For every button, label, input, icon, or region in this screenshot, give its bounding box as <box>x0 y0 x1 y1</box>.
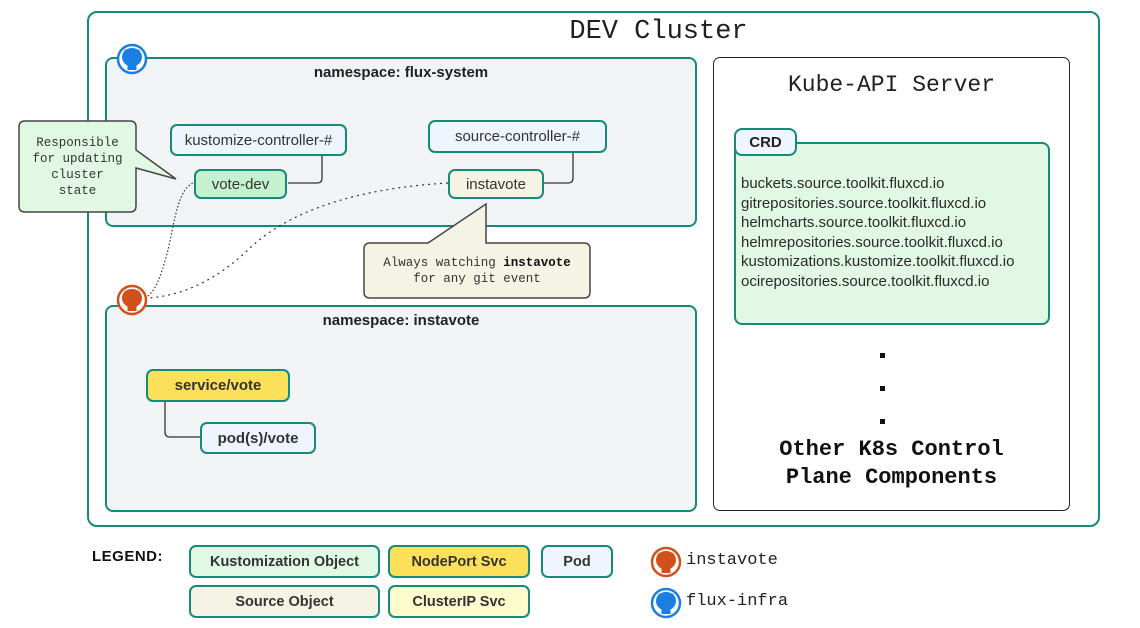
vote-dev-kustomization-node[interactable]: vote-dev <box>194 169 287 199</box>
github-flux-infra-icon[interactable] <box>116 43 148 75</box>
legend-pod: Pod <box>541 545 613 578</box>
legend-instavote-label: instavote <box>686 551 778 570</box>
legend-nodeport-svc: NodePort Svc <box>388 545 530 578</box>
ellipsis-dot <box>880 353 885 358</box>
callout-watching-bold: instavote <box>503 256 571 270</box>
callout-responsible-line: for updating <box>32 151 123 166</box>
callout-watching-line2: for any git event <box>413 272 541 286</box>
ellipsis-dot <box>880 386 885 391</box>
pods-vote-node[interactable]: pod(s)/vote <box>200 422 316 454</box>
crd-item: ocirepositories.source.toolkit.fluxcd.io <box>741 272 990 290</box>
ellipsis-dot <box>880 419 885 424</box>
other-components-label: Other K8s Control Plane Components <box>713 436 1070 492</box>
github-instavote-icon[interactable] <box>116 284 148 316</box>
crd-item: gitrepositories.source.toolkit.fluxcd.io <box>741 194 987 212</box>
crd-list: buckets.source.toolkit.fluxcd.io gitrepo… <box>741 174 1014 291</box>
callout-responsible-line: state <box>58 183 97 198</box>
crd-item: helmcharts.source.toolkit.fluxcd.io <box>741 214 967 231</box>
source-controller-node[interactable]: source-controller-# <box>428 120 607 153</box>
crd-tab: CRD <box>734 128 797 156</box>
namespace-instavote-title: namespace: instavote <box>322 312 480 329</box>
instavote-source-node[interactable]: instavote <box>448 169 544 199</box>
other-components-line2: Plane Components <box>785 465 998 490</box>
legend-kustomization-object: Kustomization Object <box>189 545 380 578</box>
legend-github-flux-infra-icon <box>650 587 682 619</box>
callout-watching: Always watching instavote for any git ev… <box>364 247 590 295</box>
other-components-line1: Other K8s Control <box>779 437 1004 462</box>
legend-source-object: Source Object <box>189 585 380 618</box>
callout-responsible-line: Responsible <box>36 135 119 150</box>
legend-label: LEGEND: <box>92 548 163 565</box>
crd-box <box>734 142 1050 325</box>
service-vote-node[interactable]: service/vote <box>146 369 290 402</box>
crd-item: buckets.source.toolkit.fluxcd.io <box>741 175 945 192</box>
namespace-instavote <box>105 305 697 512</box>
namespace-flux-system-title: namespace: flux-system <box>313 64 489 81</box>
crd-item: kustomizations.kustomize.toolkit.fluxcd.… <box>741 253 1015 270</box>
legend-flux-infra-label: flux-infra <box>686 592 789 611</box>
legend-clusterip-svc: ClusterIP Svc <box>388 585 530 618</box>
callout-responsible: Responsible for updating cluster state <box>19 121 136 212</box>
legend-github-instavote-icon <box>650 546 682 578</box>
callout-watching-text: Always watching <box>383 256 504 270</box>
kustomize-controller-node[interactable]: kustomize-controller-# <box>170 124 347 156</box>
cluster-title: DEV Cluster <box>569 17 748 47</box>
kube-api-server-title: Kube-API Server <box>787 72 996 98</box>
crd-item: helmrepositories.source.toolkit.fluxcd.i… <box>741 233 1003 251</box>
callout-responsible-line: cluster <box>51 167 104 182</box>
